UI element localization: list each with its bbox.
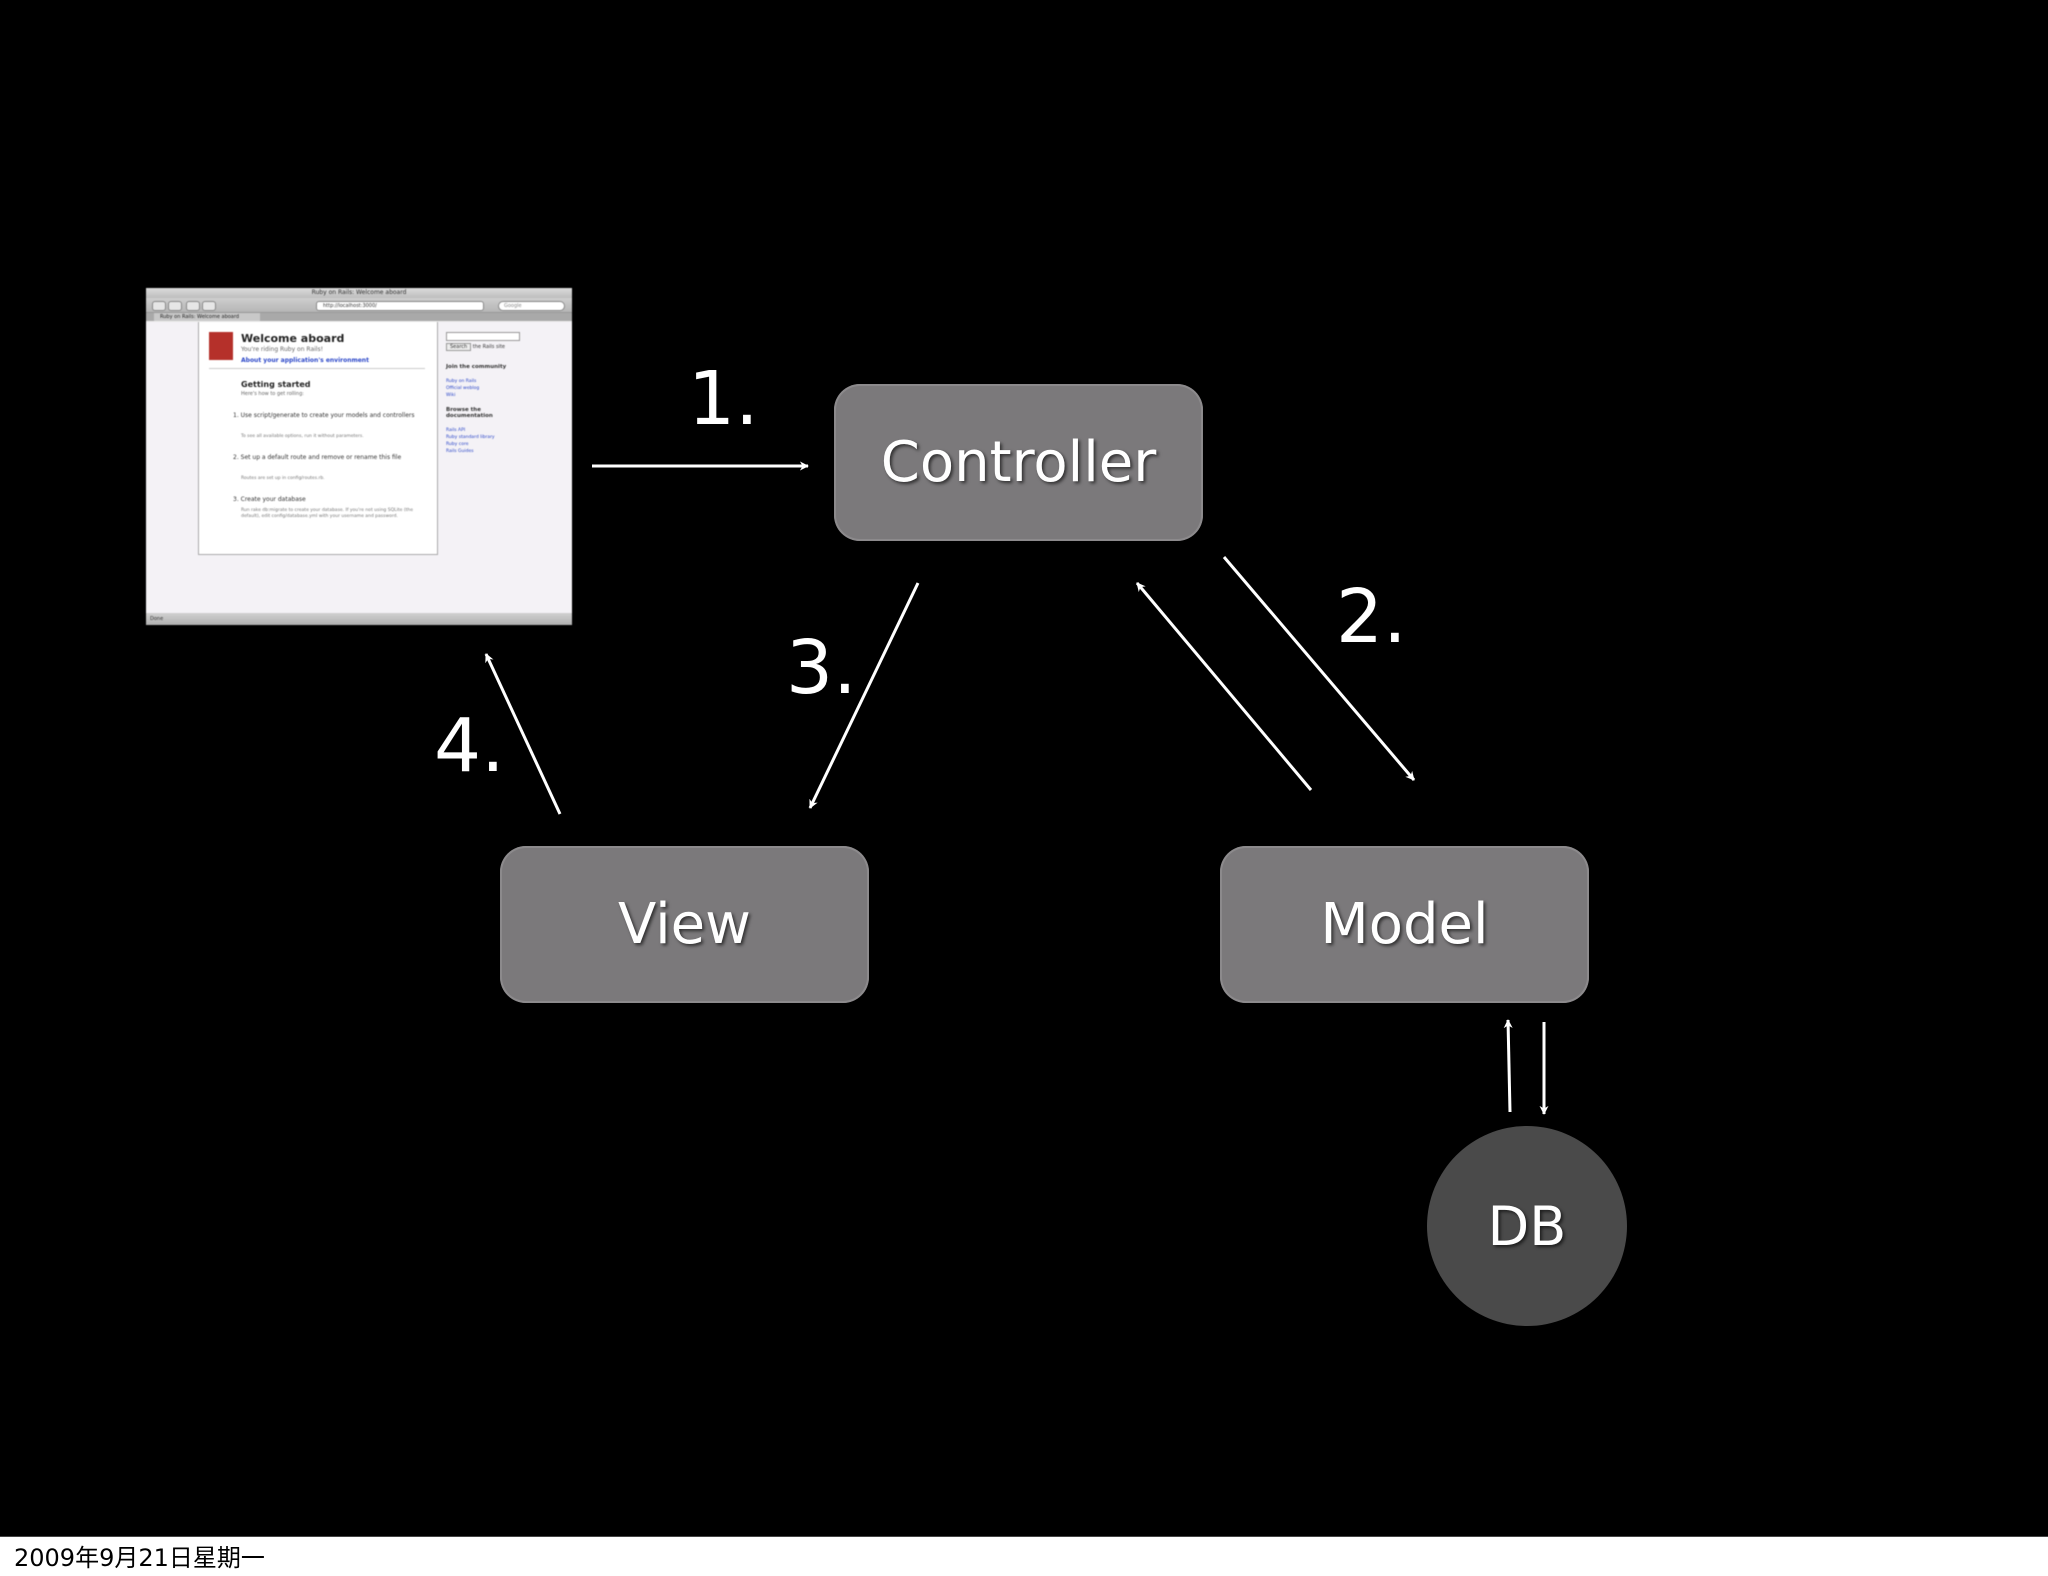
- back-button: [152, 301, 166, 311]
- browser-tab: Ruby on Rails: Welcome aboard: [154, 313, 260, 321]
- sidebar-link: Rails API: [446, 428, 466, 433]
- rails-page: Welcome aboard You're riding Ruby on Rai…: [198, 322, 438, 555]
- rails-logo: [209, 332, 233, 360]
- browser-titlebar: Ruby on Rails: Welcome aboard: [146, 288, 572, 305]
- rails-step-1-note: To see all available options, run it wit…: [241, 434, 364, 439]
- forward-button: [168, 301, 182, 311]
- browser-search: Google: [498, 301, 565, 311]
- browser-window-title: Ruby on Rails: Welcome aboard: [311, 289, 407, 296]
- controller-node: Controller: [834, 384, 1203, 541]
- footer-date: 2009年9月21日星期一: [14, 1544, 265, 1572]
- rails-sidebar: Search the Rails site Join the community…: [446, 332, 562, 455]
- step-label-1: 1.: [688, 356, 759, 442]
- rails-env-link: About your application's environment: [241, 357, 369, 364]
- flow-arrows: [484, 461, 1549, 1115]
- view-node: View: [500, 846, 869, 1003]
- arrow-db-to-model: [1503, 1019, 1513, 1113]
- reload-button: [186, 301, 200, 311]
- arrow-view-to-browser: [484, 653, 562, 815]
- sidebar-community-heading: Join the community: [446, 364, 507, 370]
- step-label-2: 2.: [1336, 574, 1407, 660]
- browser-statusbar: Done: [146, 613, 572, 625]
- sidebar-search-button: Search: [446, 343, 472, 351]
- rails-heading: Welcome aboard: [241, 332, 345, 345]
- home-button: [202, 301, 216, 311]
- browser-content: Welcome aboard You're riding Ruby on Rai…: [146, 322, 572, 613]
- rails-step-2-note: Routes are set up in config/routes.rb.: [241, 476, 325, 481]
- arrow-controller-to-view: [808, 582, 920, 809]
- rails-step-2: 2. Set up a default route and remove or …: [233, 454, 402, 461]
- sidebar-link: Ruby core: [446, 442, 469, 447]
- sidebar-search-label: the Rails site: [472, 344, 506, 350]
- rails-step-3: 3. Create your database: [233, 496, 306, 503]
- sidebar-link: Ruby standard library: [446, 435, 495, 440]
- db-node: DB: [1427, 1126, 1627, 1326]
- sidebar-link: Ruby on Rails: [446, 379, 477, 384]
- browser-toolbar: http://localhost:3000/ Google: [146, 298, 572, 313]
- sidebar-docs-heading: Browse the documentation: [446, 407, 493, 419]
- model-node: Model: [1220, 846, 1589, 1003]
- getting-started-sub: Here's how to get rolling:: [241, 391, 304, 397]
- slide: Controller View Model DB 1. 2. 3. 4. Rub…: [0, 0, 2048, 1537]
- step-label-4: 4.: [434, 703, 505, 789]
- sidebar-link: Official weblog: [446, 386, 480, 391]
- rails-subheading: You're riding Ruby on Rails!: [241, 346, 323, 353]
- arrow-model-to-controller: [1135, 582, 1313, 791]
- arrow-controller-to-model: [1222, 556, 1416, 781]
- sidebar-link: Wiki: [446, 393, 456, 398]
- sidebar-link: Rails Guides: [446, 449, 474, 454]
- sidebar-search-input: [446, 332, 520, 341]
- browser-screenshot: Ruby on Rails: Welcome aboard http://loc…: [146, 288, 572, 625]
- step-label-3: 3.: [786, 625, 857, 711]
- rails-step-1: 1. Use script/generate to create your mo…: [233, 412, 415, 419]
- rails-step-3-note: Run rake db:migrate to create your datab…: [241, 508, 413, 519]
- browser-tabbar: Ruby on Rails: Welcome aboard: [146, 313, 572, 321]
- browser-url: http://localhost:3000/: [316, 301, 484, 311]
- getting-started-heading: Getting started: [241, 380, 311, 389]
